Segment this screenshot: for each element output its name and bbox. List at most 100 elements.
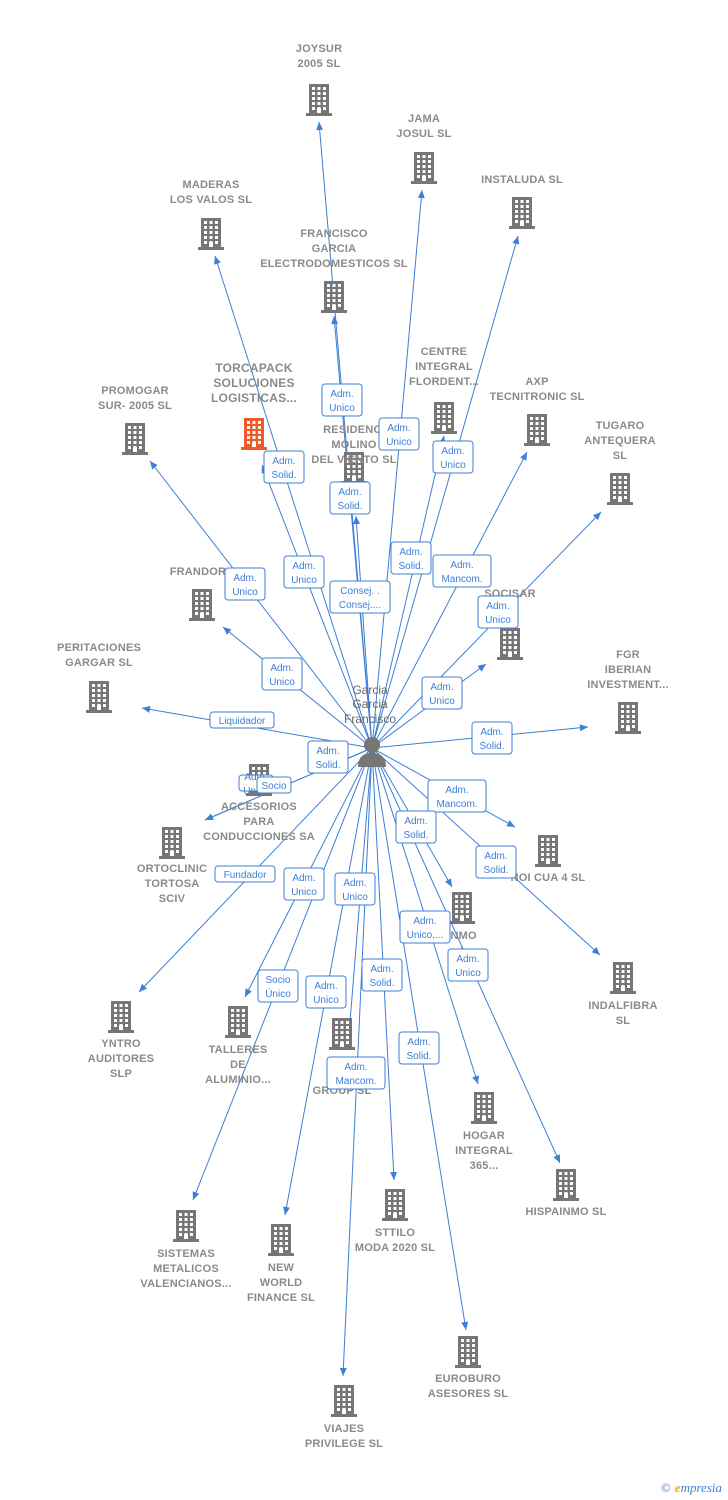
role-badge[interactable]: Adm.Solid.: [307, 740, 349, 774]
role-text: Adm.: [456, 954, 479, 965]
company-node-noicua[interactable]: NOI CUA 4 SL: [511, 835, 586, 884]
company-name-line: METALICOS: [153, 1263, 219, 1275]
company-node-torcapack[interactable]: TORCAPACKSOLUCIONESLOGISTICAS...: [211, 361, 297, 450]
company-node-talleres[interactable]: TALLERESDEALUMINIO...: [205, 1006, 271, 1086]
role-badge[interactable]: Adm.Solid.: [475, 845, 517, 879]
company-name-line: EUROBURO: [435, 1373, 501, 1385]
role-badge[interactable]: Adm.Unico: [432, 440, 474, 474]
role-box: [395, 810, 437, 844]
company-node-centre[interactable]: CENTREINTEGRALFLORDENT...: [409, 346, 479, 434]
role-badge[interactable]: Fundador: [214, 865, 276, 883]
role-box: [224, 567, 266, 601]
role-badge[interactable]: Adm.Unico: [321, 383, 363, 417]
arrow-head: [592, 512, 601, 521]
role-badge[interactable]: Adm. Unico: [421, 676, 463, 710]
edge-line: [214, 255, 373, 749]
brand-name: mpresia: [680, 1480, 722, 1495]
role-text: Unico: [455, 968, 481, 979]
role-text: Adm.: [480, 727, 503, 738]
company-name-line: STTILO: [375, 1227, 416, 1239]
role-badge[interactable]: Adm.Solid.: [390, 541, 432, 575]
company-node-fgr[interactable]: FGRIBERIANINVESTMENT...: [587, 649, 669, 734]
role-badge[interactable]: Adm.Unico: [378, 417, 420, 451]
role-box: [326, 1056, 386, 1090]
company-name-line: ORTOCLINIC: [137, 863, 207, 875]
role-badge[interactable]: Adm.Solid.: [263, 450, 305, 484]
company-node-instaluda[interactable]: INSTALUDA SL: [481, 174, 563, 229]
building-icon: [610, 962, 636, 994]
role-text: Unico: [440, 460, 466, 471]
role-badge[interactable]: Adm. Unico: [283, 555, 325, 589]
role-badge[interactable]: Adm.Unico: [261, 657, 303, 691]
company-node-frandora[interactable]: FRANDORA: [170, 566, 235, 621]
role-badge[interactable]: Adm.Mancom.: [432, 554, 492, 588]
role-text: Unico: [386, 437, 412, 448]
role-badge[interactable]: Adm.Unico: [477, 595, 519, 629]
role-badge[interactable]: Adm.Unico: [305, 975, 347, 1009]
company-node-sistemas[interactable]: SISTEMASMETALICOSVALENCIANOS...: [140, 1210, 231, 1290]
role-text: Adm.: [272, 456, 295, 467]
role-badge[interactable]: Liquidador: [209, 711, 275, 729]
role-text: Adm.: [450, 560, 473, 571]
company-node-hispainmo[interactable]: HISPAINMO SL: [525, 1169, 606, 1218]
company-name-line: SUR- 2005 SL: [98, 400, 172, 412]
company-name-line: GARCIA: [312, 243, 357, 255]
role-badge[interactable]: Adm. Unico: [447, 948, 489, 982]
role-badge[interactable]: Adm.Solid.: [471, 721, 513, 755]
footer-brand[interactable]: ©empresia: [661, 1480, 722, 1496]
role-text: Adm.: [338, 487, 361, 498]
person-name-line-1: Garcia: [352, 683, 388, 697]
role-badge[interactable]: Adm.Solid.: [398, 1031, 440, 1065]
building-icon: [411, 152, 437, 184]
building-icon: [321, 281, 347, 313]
role-text: Unico: [291, 575, 317, 586]
center-person[interactable]: Garcia Garcia Francisco: [344, 683, 396, 767]
company-name-line: AUDITORES: [88, 1053, 154, 1065]
role-badge[interactable]: Adm.Unico: [224, 567, 266, 601]
role-badge[interactable]: Adm.Solid.: [395, 810, 437, 844]
arrow-head: [223, 627, 232, 635]
role-badge[interactable]: Adm.Mancom.: [427, 779, 487, 813]
company-name-line: GARGAR SL: [65, 657, 133, 669]
role-box: [256, 776, 292, 794]
role-badge[interactable]: Adm.Solid.: [361, 958, 403, 992]
building-icon: [108, 1001, 134, 1033]
role-badge[interactable]: Adm.Unico: [283, 867, 325, 901]
role-text: Mancom.: [436, 799, 477, 810]
company-node-hogar[interactable]: HOGARINTEGRAL365...: [455, 1092, 513, 1172]
company-name-line: INTEGRAL: [415, 361, 473, 373]
role-text: Adm.: [370, 964, 393, 975]
role-text: Adm.: [292, 561, 315, 572]
role-text: Unico: [429, 696, 455, 707]
company-name-line: SLP: [110, 1068, 132, 1080]
role-badge[interactable]: Adm.Unico: [334, 872, 376, 906]
role-box: [475, 845, 517, 879]
role-badge[interactable]: Adm.Unico,...: [399, 910, 451, 944]
edges-layer: [138, 121, 602, 1377]
role-box: [214, 865, 276, 883]
role-badge[interactable]: Adm.Solid.: [329, 481, 371, 515]
role-badge[interactable]: Socio: [256, 776, 292, 794]
role-text: Adm.: [430, 682, 453, 693]
role-text: Unico: [329, 403, 355, 414]
role-badge[interactable]: Consej. .Consej....: [329, 580, 391, 614]
role-badge[interactable]: Adm.Mancom.: [326, 1056, 386, 1090]
